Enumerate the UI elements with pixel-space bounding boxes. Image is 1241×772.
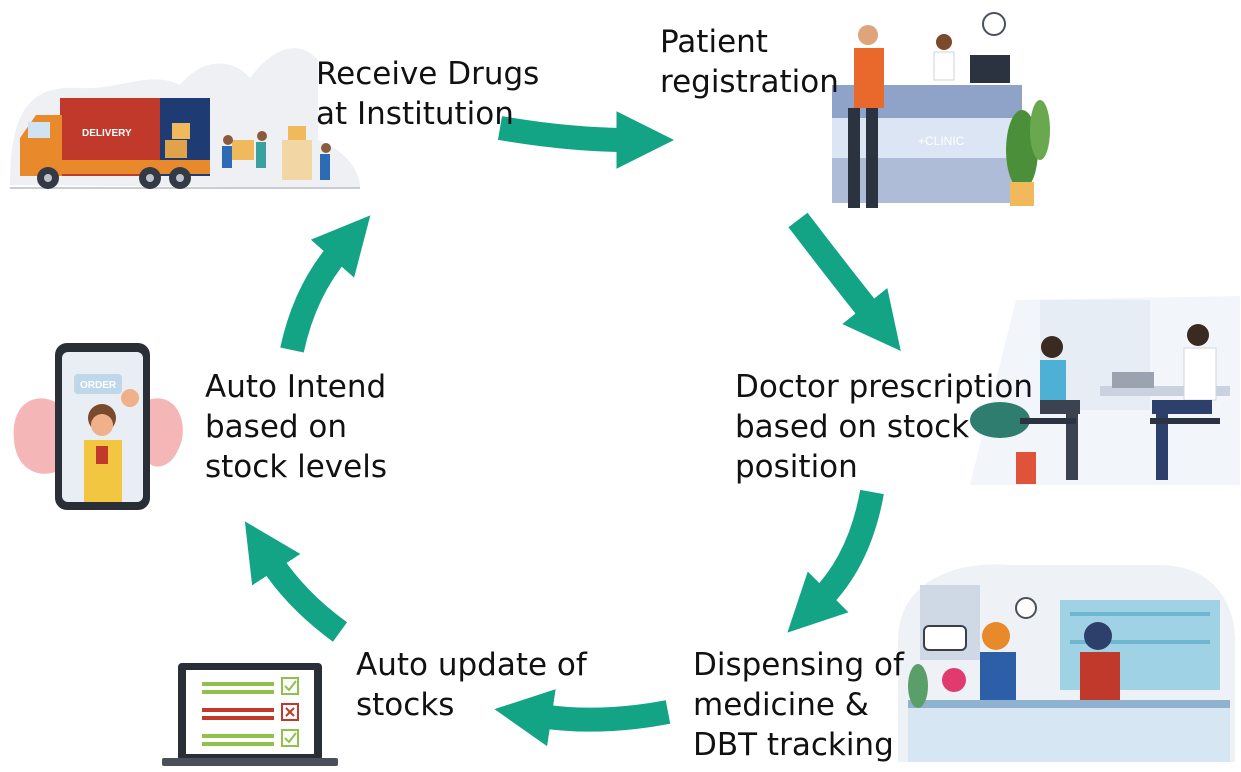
step-label-receive-drugs: Receive Drugs at Institution (316, 54, 539, 134)
phone-order-illustration: ORDER (13, 343, 183, 510)
laptop-checklist-illustration (162, 663, 338, 766)
step-label-line: based on stock (735, 409, 970, 445)
step-label-auto-update: Auto update of stocks (356, 645, 587, 725)
truck-delivery-text: DELIVERY (82, 128, 132, 139)
step-label-line: stocks (356, 687, 455, 723)
step-label-auto-intend: Auto Intend based on stock levels (205, 367, 387, 487)
delivery-truck-illustration: DELIVERY (10, 48, 360, 189)
arrow-update-to-intend (244, 521, 348, 642)
step-label-line: stock levels (205, 449, 387, 485)
arrow-dispensing-to-update (494, 689, 671, 747)
pharmacy-counter-illustration (898, 564, 1235, 762)
step-label-line: position (735, 449, 858, 485)
arrow-registration-to-prescription (788, 212, 901, 351)
step-label-line: Dispensing of (693, 647, 904, 683)
step-label-patient-registration: Patient registration (660, 22, 839, 102)
step-label-line: registration (660, 64, 839, 100)
clinic-sign-text: +CLINIC (918, 134, 965, 148)
clinic-reception-illustration: +CLINIC (832, 12, 1050, 208)
order-button-text: ORDER (80, 380, 117, 391)
arrow-intend-to-receive (280, 215, 371, 353)
cycle-arrows (244, 111, 901, 747)
step-label-line: based on (205, 409, 348, 445)
step-label-line: Doctor prescription (735, 369, 1034, 405)
step-label-line: at Institution (316, 96, 514, 132)
step-label-line: Auto update of (356, 647, 587, 683)
arrow-prescription-to-dispensing (787, 489, 884, 633)
step-label-line: DBT tracking (693, 727, 894, 763)
step-label-line: Patient (660, 24, 768, 60)
step-label-line: Receive Drugs (316, 56, 540, 92)
step-label-dispensing: Dispensing of medicine & DBT tracking (693, 645, 904, 765)
doctor-consultation-illustration (970, 296, 1240, 485)
step-label-line: Auto Intend (205, 369, 387, 405)
arrow-receive-to-registration (497, 111, 675, 169)
step-label-line: medicine & (693, 687, 869, 723)
step-label-doctor-prescription: Doctor prescription based on stock posit… (735, 367, 1033, 487)
